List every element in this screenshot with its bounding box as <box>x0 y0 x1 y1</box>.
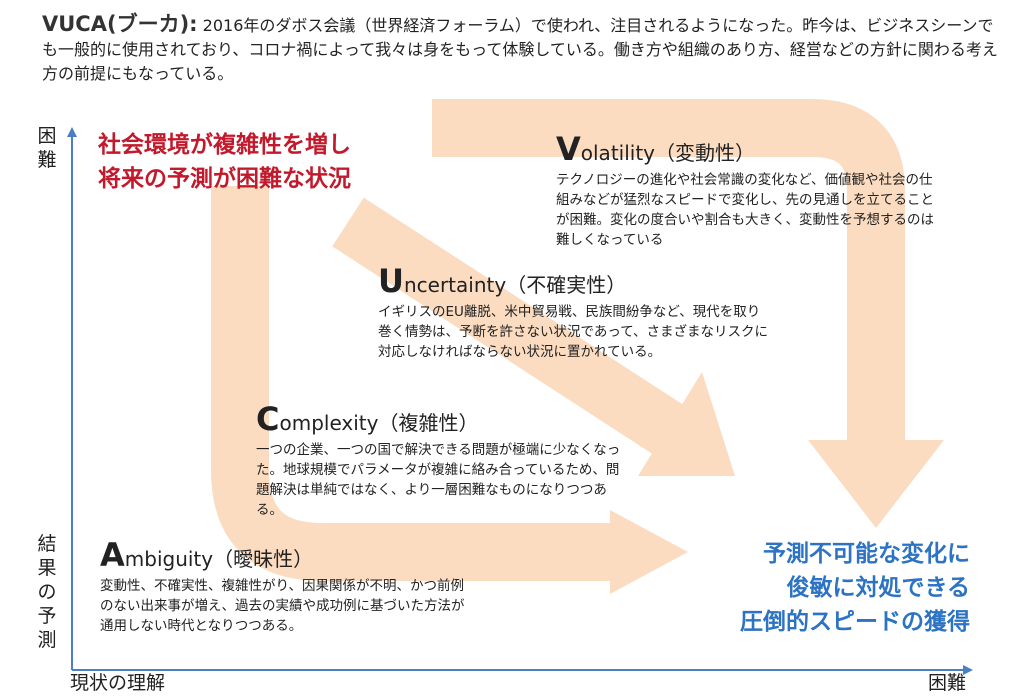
volatility-arrow <box>432 99 944 528</box>
uncertainty-title-rest: ncertainty（不確実性） <box>403 273 627 297</box>
intro-text: VUCA(ブーカ): 2016年のダボス会議（世界経済フォーラム）で使われ、注目… <box>42 12 1002 86</box>
complexity-arrow <box>211 186 688 594</box>
intro-heading: VUCA(ブーカ): <box>42 12 198 36</box>
problem-statement: 社会環境が複雑性を増し 将来の予測が困難な状況 <box>98 128 351 196</box>
uncertainty-block: Uncertainty（不確実性） イギリスのEU離脱、米中貿易戦、民族間紛争な… <box>378 262 770 362</box>
ambiguity-initial: A <box>100 536 125 574</box>
x-axis-left-label: 現状の理解 <box>70 672 166 694</box>
volatility-description: テクノロジーの進化や社会常識の変化など、価値観や社会の仕組みなどが猛烈なスピード… <box>556 172 934 248</box>
uncertainty-description: イギリスのEU離脱、米中貿易戦、民族間紛争など、現代を取り巻く情勢は、予断を許さ… <box>378 304 769 360</box>
complexity-block: Complexity（複雑性） 一つの企業、一つの国で解決できる問題が極端に少な… <box>256 400 626 520</box>
problem-line-1: 社会環境が複雑性を増し <box>98 132 351 158</box>
uncertainty-initial: U <box>378 262 404 300</box>
uncertainty-title: Uncertainty（不確実性） <box>378 262 770 300</box>
volatility-title: Volatility（変動性） <box>556 130 940 168</box>
ambiguity-block: Ambiguity（曖昧性） 変動性、不確実性、複雑性がり、因果関係が不明、かつ… <box>100 536 474 636</box>
ambiguity-description: 変動性、不確実性、複雑性がり、因果関係が不明、かつ前例のない出来事が増え、過去の… <box>100 578 465 634</box>
intro-body: 2016年のダボス会議（世界経済フォーラム）で使われ、注目されるようになった。昨… <box>42 16 998 83</box>
volatility-title-rest: olatility（変動性） <box>580 141 756 165</box>
x-axis-right-label: 困難 <box>928 672 967 694</box>
goal-line-1: 予測不可能な変化に <box>763 541 970 567</box>
goal-line-2: 俊敏に対処できる <box>786 575 970 601</box>
goal-statement: 予測不可能な変化に 俊敏に対処できる 圧倒的スピードの獲得 <box>620 537 970 639</box>
problem-line-2: 将来の予測が困難な状況 <box>98 166 351 192</box>
volatility-initial: V <box>556 130 581 168</box>
complexity-title-rest: omplexity（複雑性） <box>279 411 479 435</box>
goal-line-3: 圧倒的スピードの獲得 <box>740 609 970 635</box>
complexity-initial: C <box>256 400 280 438</box>
volatility-block: Volatility（変動性） テクノロジーの進化や社会常識の変化など、価値観や… <box>556 130 940 250</box>
complexity-description: 一つの企業、一つの国で解決できる問題が極端に少なくなった。地球規模でパラメータが… <box>256 442 621 518</box>
complexity-title: Complexity（複雑性） <box>256 400 626 438</box>
ambiguity-title: Ambiguity（曖昧性） <box>100 536 474 574</box>
y-axis-bottom-label: 結果の予測 <box>37 533 57 651</box>
y-axis-top-label: 困難 <box>37 125 57 171</box>
ambiguity-title-rest: mbiguity（曖昧性） <box>124 547 314 571</box>
uncertainty-arrow <box>332 197 735 476</box>
